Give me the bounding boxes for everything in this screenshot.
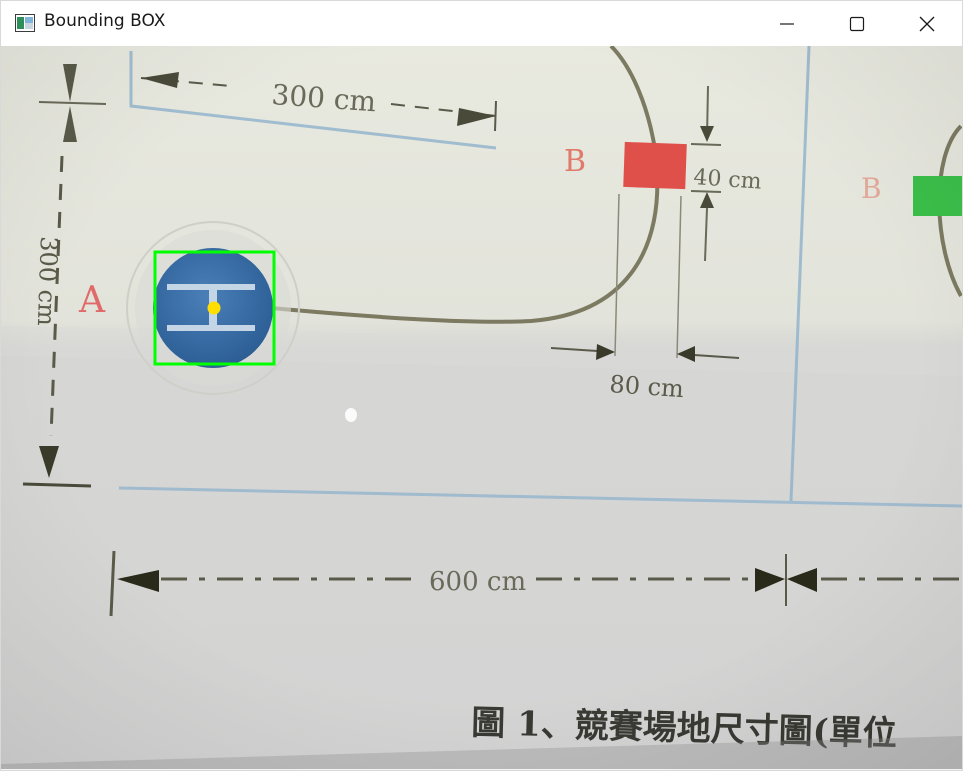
dim-600-label: 600 cm [429,567,526,597]
minimize-icon [780,22,794,25]
close-icon [919,16,935,31]
maximize-button[interactable] [822,1,892,46]
label-a: A [78,280,106,321]
dim-40-label: 40 cm [693,165,763,195]
minimize-button[interactable] [752,1,822,46]
paper-background [1,46,962,769]
label-b2: B [861,172,882,205]
label-b: B [564,144,586,179]
maximize-icon [849,16,865,31]
detection-center-point [207,301,221,315]
dim-300-vertical-label: 300 cm [32,236,63,327]
window-title: Bounding BOX [44,11,166,31]
title-bar[interactable]: Bounding BOX [1,1,962,46]
dim-80-label: 80 cm [609,370,685,403]
camera-view: 300 cm 300 cm [1,46,962,769]
opencv-window-icon [15,14,35,32]
camera-frame: 300 cm 300 cm [1,46,962,769]
close-button[interactable] [892,1,962,46]
